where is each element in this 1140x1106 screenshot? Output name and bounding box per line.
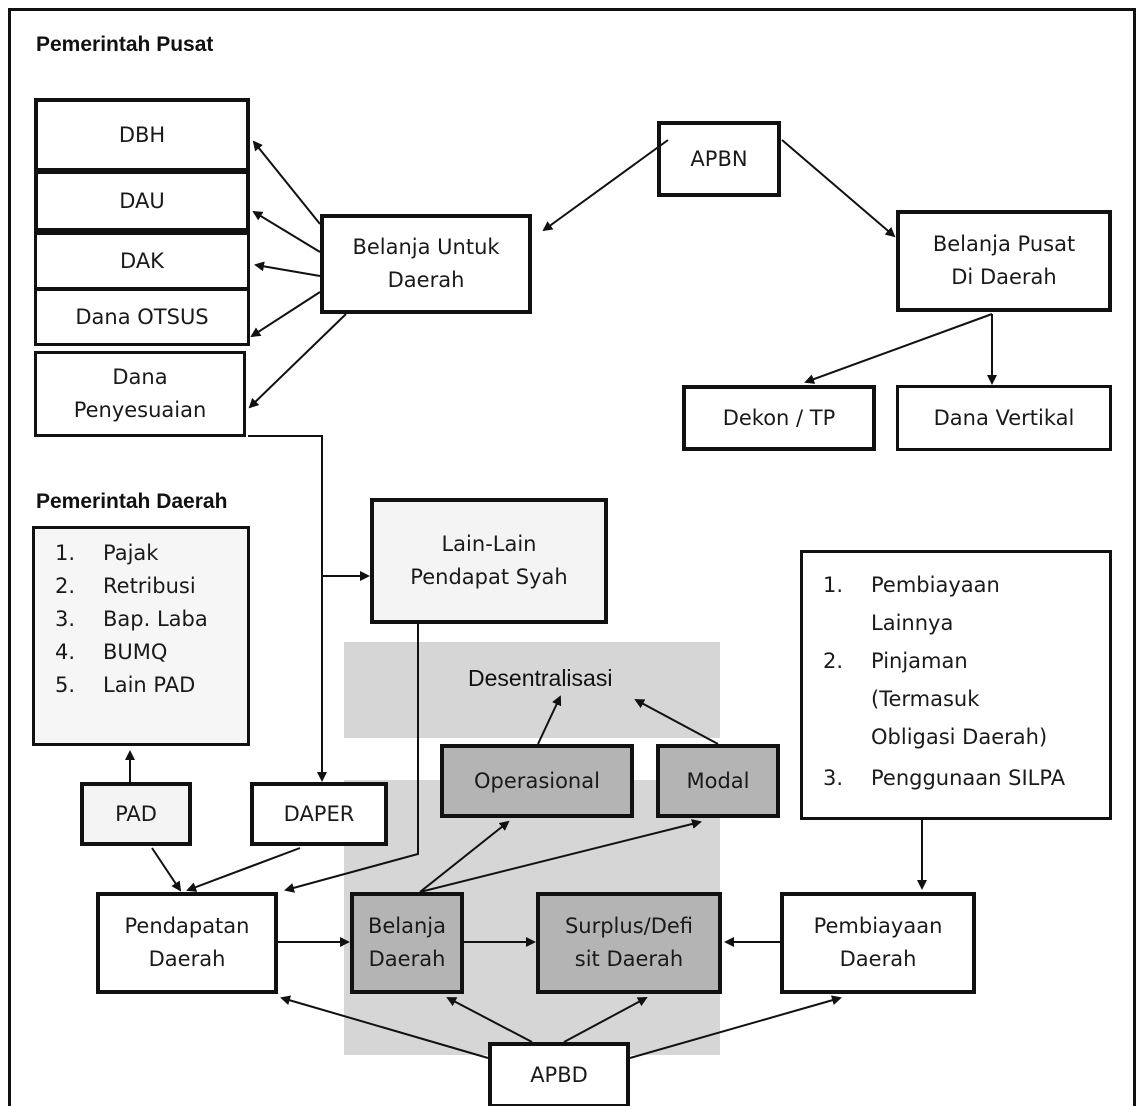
- arrow-apbd-to-surplus: [563, 997, 648, 1043]
- daper-label: DAPER: [283, 801, 355, 826]
- desentralisasi-label: Desentralisasi: [468, 665, 613, 691]
- outer-frame: [8, 8, 1136, 1106]
- pembiayaan-source-text: (Termasuk: [871, 687, 980, 711]
- dekon-box: Dekon / TP: [682, 385, 876, 451]
- dbh-label: DBH: [118, 122, 166, 147]
- arrow-belanja-to-modal: [419, 819, 702, 893]
- pusat-title: Pemerintah Pusat: [36, 33, 214, 56]
- pembiayaan-source-number: 1.: [823, 573, 844, 597]
- pad-source-text: Bap. Laba: [103, 607, 208, 631]
- lain-lain-line2: Pendapat Syah: [410, 565, 568, 589]
- daper-box: DAPER: [250, 782, 388, 846]
- operasional-label: Operasional: [474, 768, 600, 793]
- modal-label: Modal: [686, 768, 750, 793]
- pad-source-number: 4.: [55, 640, 76, 664]
- pembiayaan-source-text: Pinjaman: [871, 649, 968, 673]
- pendapatan-daerah-box: Pendapatan Daerah: [96, 892, 278, 994]
- pembiayaan-daerah-line2: Daerah: [839, 947, 917, 971]
- pad-source-text: Retribusi: [103, 574, 196, 598]
- arrow-operasional-to-desentralisasi: [537, 695, 562, 745]
- penyesuaian-line1: Dana: [112, 365, 168, 390]
- pad-source-number: 3.: [55, 607, 76, 631]
- arrow-belanja-to-operasional: [419, 820, 510, 893]
- dak-label: DAK: [120, 248, 164, 273]
- belanja-daerah-box: Belanja Daerah: [350, 892, 464, 994]
- belanja-daerah-line2: Daerah: [368, 947, 446, 971]
- pembiayaan-sources-list: 1. Pembiayaan Lainnya 2. Pinjaman (Terma…: [800, 550, 1112, 820]
- arrow-apbn-to-belanja-untuk-daerah: [542, 139, 669, 232]
- pad-source-text: Lain PAD: [103, 673, 196, 697]
- arrow-apbn-to-belanja-pusat: [781, 139, 896, 238]
- dana-vertikal-box: Dana Vertikal: [896, 385, 1112, 451]
- belanja-daerah-line1: Belanja: [367, 914, 447, 939]
- dau-box: DAU: [34, 170, 250, 232]
- arrow-lain-lain-to-pendapatan: [284, 624, 419, 893]
- pembiayaan-source-number: 2.: [823, 649, 844, 673]
- pad-source-number: 1.: [55, 541, 76, 565]
- arrow-to-dau: [252, 210, 321, 253]
- pembiayaan-source-text: Pembiayaan: [871, 573, 1000, 597]
- belanja-pusat-line2: Di Daerah: [951, 265, 1057, 289]
- surplus-defisit-line2: sit Daerah: [574, 947, 684, 971]
- arrow-modal-to-desentralisasi: [634, 699, 719, 745]
- belanja-pusat-box: Belanja Pusat Di Daerah: [896, 210, 1112, 312]
- surplus-defisit-box: Surplus/Defi sit Daerah: [536, 892, 722, 994]
- arrow-to-dak: [254, 261, 321, 277]
- arrow-apbd-to-pendapatan: [280, 995, 489, 1059]
- pembiayaan-source-text: Lainnya: [871, 611, 954, 635]
- surplus-defisit-line1: Surplus/Defi: [564, 914, 694, 939]
- penyesuaian-box: Dana Penyesuaian: [34, 351, 246, 437]
- pembiayaan-daerah-box: Pembiayaan Daerah: [780, 892, 976, 994]
- dana-vertikal-label: Dana Vertikal: [933, 405, 1075, 430]
- belanja-untuk-daerah-line1: Belanja Untuk: [352, 235, 500, 260]
- otsus-label: Dana OTSUS: [75, 304, 209, 329]
- pad-sources-list: 1. Pajak 2. Retribusi 3. Bap. Laba 4. BU…: [32, 526, 250, 746]
- pendapatan-daerah-line1: Pendapatan: [124, 914, 250, 939]
- lain-lain-box: Lain-Lain Pendapat Syah: [370, 498, 608, 624]
- pembiayaan-source-number: 3.: [823, 766, 844, 790]
- lain-lain-line1: Lain-Lain: [441, 532, 537, 557]
- arrow-pad-to-pendapatan: [151, 847, 182, 892]
- pad-source-number: 2.: [55, 574, 76, 598]
- pembiayaan-source-text: Obligasi Daerah): [871, 725, 1048, 749]
- pendapatan-daerah-line2: Daerah: [148, 947, 226, 971]
- arrow-apbd-to-pembiayaan: [629, 995, 842, 1059]
- operasional-box: Operasional: [440, 744, 634, 818]
- arrow-to-dbh: [252, 140, 321, 225]
- arrow-belanja-pusat-to-dekon: [804, 313, 993, 384]
- pad-label: PAD: [115, 801, 157, 826]
- apbn-box: APBN: [657, 121, 781, 197]
- arrow-penyesuaian-to-lain-lain: [248, 435, 370, 581]
- belanja-untuk-daerah-box: Belanja Untuk Daerah: [320, 214, 532, 314]
- dau-label: DAU: [119, 188, 165, 213]
- dbh-box: DBH: [34, 98, 250, 172]
- dekon-label: Dekon / TP: [722, 405, 836, 430]
- pembiayaan-source-text: Penggunaan SILPA: [871, 766, 1066, 790]
- pad-source-number: 5.: [55, 673, 76, 697]
- belanja-untuk-daerah-line2: Daerah: [387, 268, 465, 292]
- arrow-to-otsus: [250, 291, 321, 338]
- pad-source-text: BUMQ: [103, 640, 168, 664]
- daerah-title: Pemerintah Daerah: [36, 490, 228, 513]
- apbn-label: APBN: [690, 146, 748, 171]
- apbd-box: APBD: [488, 1042, 630, 1106]
- modal-box: Modal: [656, 744, 780, 818]
- belanja-pusat-line1: Belanja Pusat: [932, 232, 1076, 257]
- otsus-box: Dana OTSUS: [34, 288, 250, 346]
- arrow-to-penyesuaian: [248, 313, 347, 409]
- pad-source-text: Pajak: [103, 541, 159, 565]
- penyesuaian-line2: Penyesuaian: [73, 398, 207, 422]
- arrow-daper-to-pendapatan: [186, 847, 301, 892]
- shade-desentralisasi: [344, 642, 720, 738]
- pembiayaan-daerah-line1: Pembiayaan: [813, 914, 943, 939]
- arrow-apbd-to-belanja: [446, 997, 533, 1043]
- pad-box: PAD: [80, 782, 192, 846]
- apbd-label: APBD: [530, 1062, 588, 1087]
